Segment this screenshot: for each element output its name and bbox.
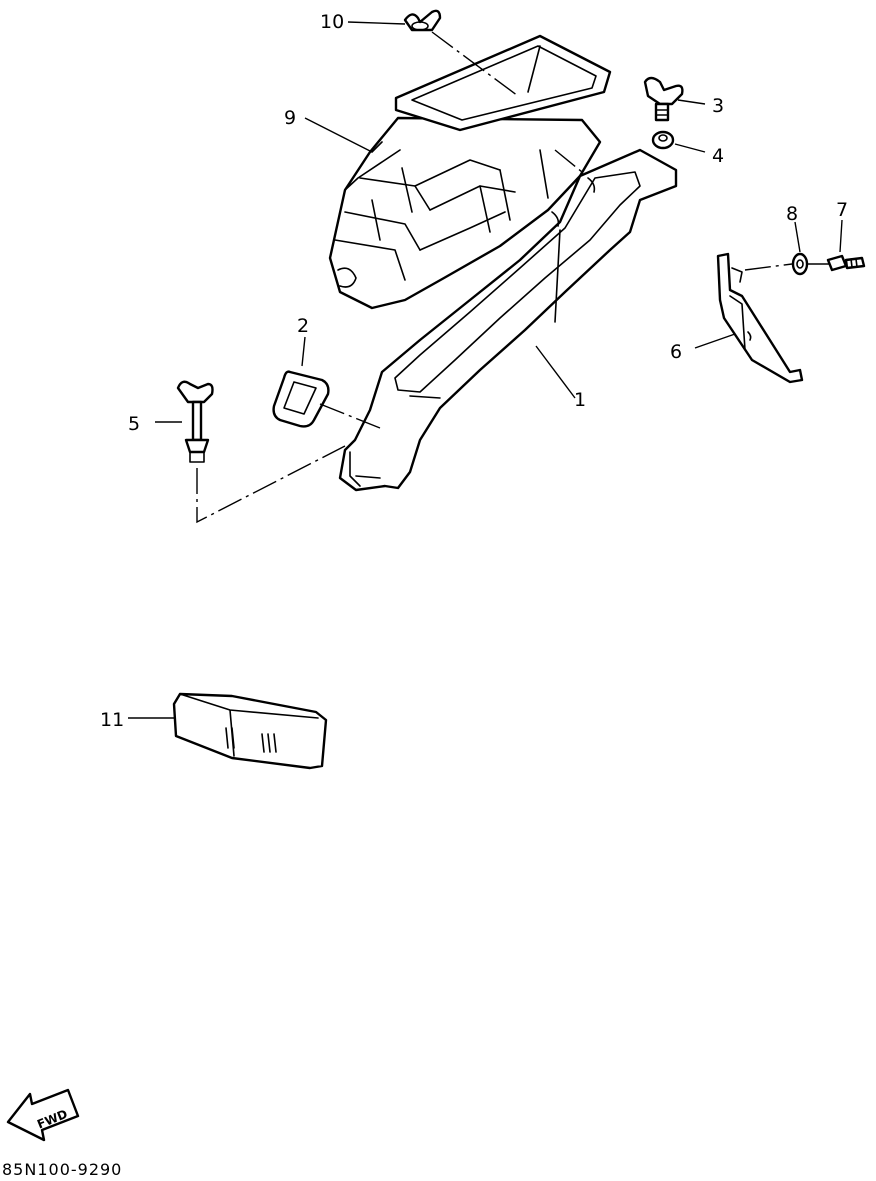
callout-4: 4 — [712, 145, 724, 167]
assembly-lines — [196, 31, 830, 524]
block-part-11 — [172, 692, 328, 770]
callout-3: 3 — [712, 95, 724, 117]
callout-8: 8 — [786, 203, 798, 225]
wing-nut-part-10 — [403, 9, 442, 32]
gasket-part-2 — [272, 370, 330, 428]
callout-5: 5 — [128, 413, 140, 435]
guard-part-1 — [338, 148, 678, 492]
callout-7: 7 — [836, 199, 848, 221]
callout-10: 10 — [320, 11, 344, 33]
callout-2: 2 — [297, 315, 309, 337]
wing-screw-part-3 — [643, 76, 684, 122]
diagram-code: 85N100-9290 — [2, 1160, 123, 1179]
fwd-arrow-icon: FWD — [6, 1088, 80, 1142]
callout-11: 11 — [100, 709, 124, 731]
washer-part-8 — [791, 252, 809, 276]
air-duct-part-9 — [328, 116, 602, 310]
callout-1: 1 — [574, 389, 586, 411]
duct-intake-rim — [394, 34, 612, 132]
bolt-part-5 — [176, 380, 214, 463]
screw-part-7 — [826, 254, 866, 272]
leader-lines — [128, 21, 843, 719]
callout-9: 9 — [284, 107, 296, 129]
callout-6: 6 — [670, 341, 682, 363]
bracket-part-6 — [716, 252, 804, 384]
grommet-part-4 — [651, 130, 675, 150]
